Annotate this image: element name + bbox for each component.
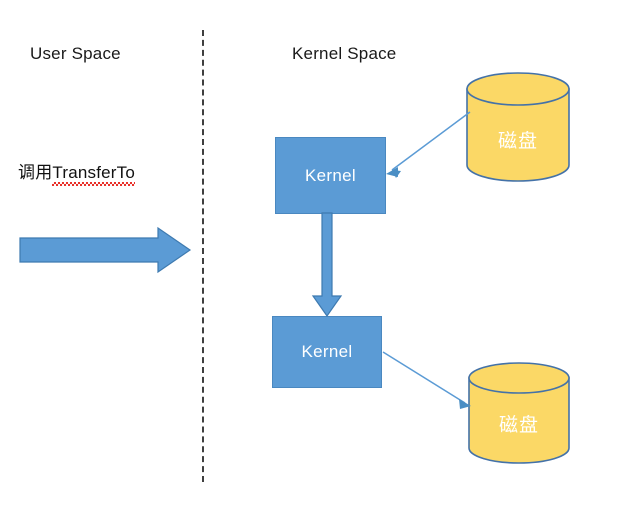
kernel-box-bottom[interactable]: Kernel (272, 316, 382, 388)
disk-bottom[interactable]: 磁盘 (468, 362, 570, 464)
arrow-connector-icon (382, 351, 471, 409)
database-cylinder-icon (466, 72, 570, 182)
transfer-call-label-en: TransferTo (52, 163, 136, 186)
arrow-down-icon (311, 212, 343, 318)
disk-top-label: 磁盘 (497, 130, 538, 152)
transfer-call-label-en-text: TransferTo (52, 163, 136, 182)
arrow-connector-icon (386, 111, 471, 178)
kernel-space-title: Kernel Space (292, 44, 397, 63)
kernel-box-top-label: Kernel (305, 165, 356, 185)
transfer-call-label: 调用TransferTo (18, 163, 136, 186)
database-cylinder-icon (468, 362, 570, 464)
kernel-box-bottom-label: Kernel (301, 342, 353, 361)
disk-bottom-label: 磁盘 (498, 414, 539, 436)
user-space-title: User Space (30, 44, 121, 63)
transfer-call-label-zh: 调用 (18, 163, 53, 183)
dashed-divider-icon (202, 30, 204, 482)
spellcheck-underline-icon (52, 182, 136, 186)
disk-top[interactable]: 磁盘 (466, 72, 570, 182)
kernel-box-top[interactable]: Kernel (275, 137, 386, 214)
arrow-right-icon (19, 226, 192, 274)
